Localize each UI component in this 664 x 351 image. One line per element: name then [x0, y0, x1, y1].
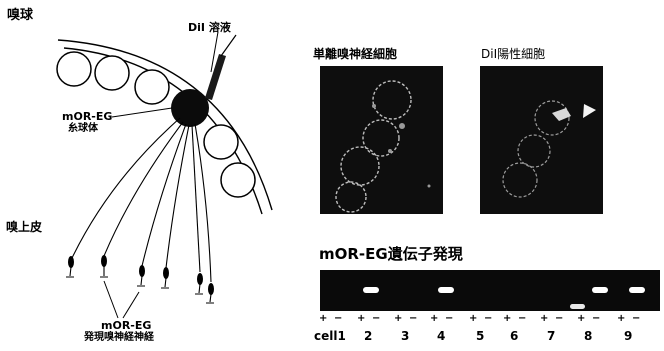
- lane-label: 6: [510, 329, 518, 343]
- neuron-leader: [123, 292, 139, 318]
- rt-pcr-gel: [320, 270, 660, 311]
- rt-plus-sign: +: [430, 313, 438, 324]
- neuron-soma: [139, 265, 145, 277]
- glomerulus: [95, 56, 129, 90]
- cell-outline: [503, 163, 537, 197]
- lane-label: 3: [401, 329, 409, 343]
- neuron-soma: [208, 283, 214, 295]
- rt-minus-sign: −: [632, 313, 640, 324]
- dii-positive-photo: [480, 66, 603, 214]
- rt-plus-sign: +: [577, 313, 585, 324]
- glomerulus: [204, 125, 238, 159]
- lane-label: 9: [624, 329, 632, 343]
- lane-label: 4: [437, 329, 445, 343]
- rt-plus-sign: +: [469, 313, 477, 324]
- neuron-soma: [68, 256, 74, 268]
- rt-plus-sign: +: [319, 313, 327, 324]
- dendrite: [206, 294, 214, 303]
- rt-plus-sign: +: [357, 313, 365, 324]
- dendrite: [161, 278, 169, 288]
- cell-outline: [336, 182, 366, 212]
- axon-bundle: [72, 118, 211, 282]
- rt-plus-sign: +: [394, 313, 402, 324]
- glomerulus-label-sub: 糸球体: [68, 124, 98, 134]
- gel-band-lane-2: [363, 287, 379, 293]
- rt-minus-sign: −: [409, 313, 417, 324]
- isolated-neuron-title: 単離嗅神経細胞: [313, 48, 397, 60]
- dendrite: [66, 267, 74, 277]
- neuron-label-leaders: [104, 281, 139, 318]
- cell-outline: [373, 81, 411, 119]
- lane-label: 8: [584, 329, 592, 343]
- dii-pipette: [205, 54, 226, 100]
- epithelium-label: 嗅上皮: [6, 221, 42, 233]
- neuron-somata: [68, 255, 214, 295]
- gel-band-lane-9: [629, 287, 645, 293]
- neuron-label-sub: 発現嗅神経神経: [84, 333, 154, 343]
- dendrite: [195, 284, 203, 294]
- lane-label: 2: [364, 329, 372, 343]
- gel-title: mOR-EG遺伝子発現: [319, 247, 463, 262]
- rt-minus-sign: −: [445, 313, 453, 324]
- bright-speck: [372, 104, 376, 108]
- dendrite: [100, 266, 108, 277]
- glomerulus: [57, 52, 91, 86]
- neuron-label: mOR-EG: [101, 320, 151, 331]
- bright-speck: [388, 149, 392, 153]
- cell-outline: [363, 120, 399, 156]
- rt-plus-sign: +: [617, 313, 625, 324]
- rt-minus-sign: −: [518, 313, 526, 324]
- rt-minus-sign: −: [484, 313, 492, 324]
- axon: [142, 124, 186, 266]
- neuron-soma: [101, 255, 107, 267]
- glomerulus-label: mOR-EG: [62, 111, 112, 122]
- dii-positive-title: DiI陽性細胞: [481, 48, 545, 60]
- cell-outline: [341, 147, 379, 185]
- lane-label: cell1: [314, 329, 346, 343]
- neuron-soma: [163, 267, 169, 279]
- rt-minus-sign: −: [592, 313, 600, 324]
- glomerulus: [221, 163, 255, 197]
- olfactory-bulb-diagram: [0, 0, 300, 351]
- axon: [104, 122, 183, 256]
- dendrite: [137, 276, 145, 286]
- rt-plus-sign: +: [503, 313, 511, 324]
- gel-band-lane-4: [438, 287, 454, 293]
- pipette-tip-line: [221, 35, 236, 56]
- bulb-label: 嗅球: [7, 9, 33, 22]
- dii-signal: [552, 108, 571, 121]
- rt-minus-sign: −: [372, 313, 380, 324]
- lane-label: 7: [547, 329, 555, 343]
- dii-solution-label: DiI 溶液: [188, 22, 231, 33]
- lane-label: 5: [476, 329, 484, 343]
- rt-plus-sign: +: [540, 313, 548, 324]
- rt-minus-sign: −: [334, 313, 342, 324]
- bright-speck: [399, 123, 405, 129]
- rt-minus-sign: −: [555, 313, 563, 324]
- glomerulus-label-leader: [112, 108, 172, 117]
- gel-band-lane-7: [570, 304, 585, 309]
- glomerulus: [135, 70, 169, 104]
- neuron-soma: [197, 273, 203, 285]
- cell-outline: [518, 135, 550, 167]
- gel-band-lane-8: [592, 287, 608, 293]
- bright-speck: [428, 185, 431, 188]
- neuron-leader: [104, 281, 118, 318]
- dii-bright-cell: [583, 104, 596, 118]
- isolated-neuron-photo: [320, 66, 443, 214]
